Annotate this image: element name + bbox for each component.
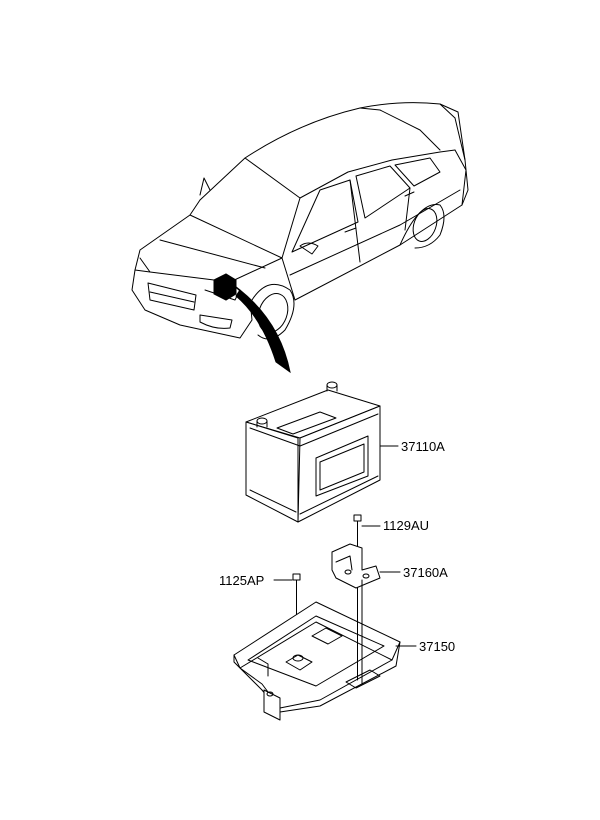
callout-1125AP: 1125AP xyxy=(219,573,264,588)
tray-37150 xyxy=(233,579,401,721)
callout-1129AU: 1129AU xyxy=(383,518,429,533)
battery xyxy=(245,381,381,523)
callout-37150: 37150 xyxy=(419,639,455,654)
callout-37110A: 37110A xyxy=(401,439,445,454)
callout-37160A: 37160A xyxy=(403,565,448,580)
bracket-37160A xyxy=(331,543,381,589)
car-illustration xyxy=(131,102,469,374)
